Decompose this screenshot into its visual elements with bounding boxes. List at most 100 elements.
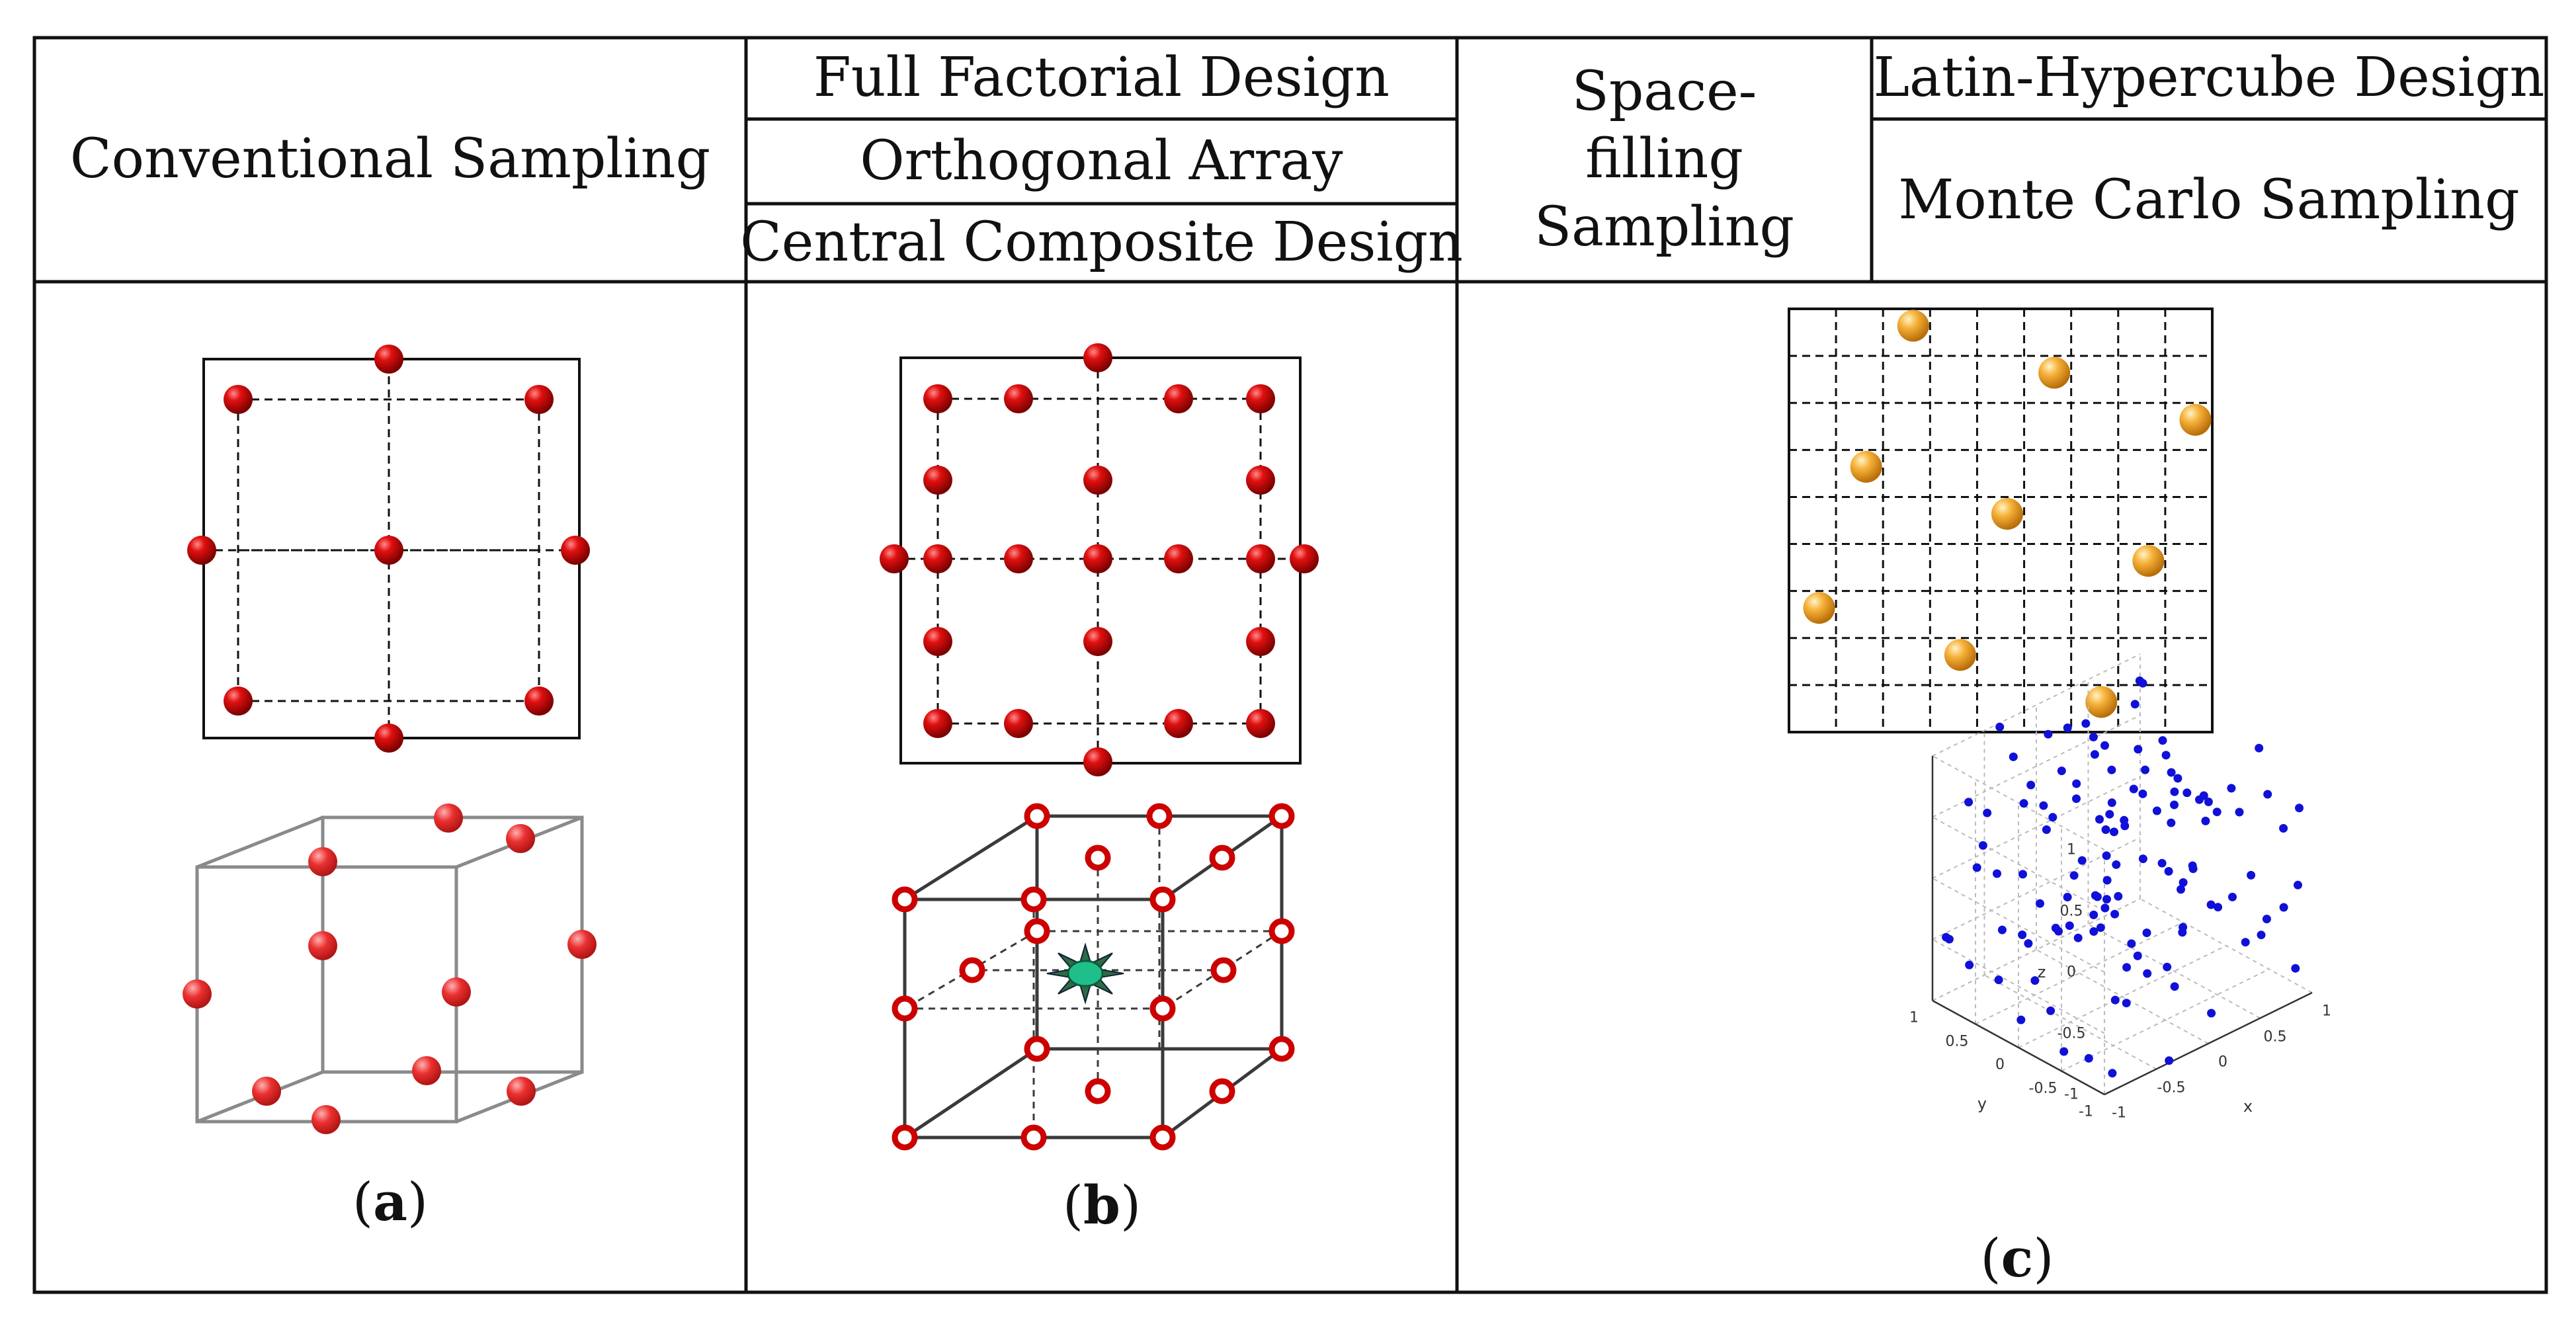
header-latin-hypercube-design: Latin-Hypercube Design [1873,46,2545,110]
design-point [1246,709,1275,738]
monte-carlo-sample-point [2044,729,2053,739]
monte-carlo-sample-point [2110,909,2120,919]
monte-carlo-sample-point [2129,784,2138,794]
hollow-design-point [1268,1036,1295,1062]
panel-b-cube-design [892,803,1295,1151]
center-star-point [1046,942,1124,1005]
design-point [524,385,554,414]
monte-carlo-sample-point [2101,825,2110,834]
design-point [923,466,952,495]
design-point [374,345,403,374]
monte-carlo-sample-point [2161,751,2171,760]
header-central-composite-design: Central Composite Design [740,210,1463,274]
design-point [1083,627,1112,656]
design-point [224,385,253,414]
monte-carlo-sample-point [2133,951,2142,960]
monte-carlo-sample-point [1972,863,1981,872]
design-point [224,686,253,716]
monte-carlo-sample-point [2100,741,2109,750]
design-point [374,536,403,565]
hollow-design-point [1149,1124,1176,1151]
monte-carlo-sample-point [2110,995,2120,1005]
monte-carlo-sample-point [2120,821,2130,831]
panel-a-cube-design [183,804,597,1134]
design-point [567,930,597,959]
header-space-filling-sampling: Space-filling Sampling [1534,60,1795,259]
monte-carlo-sample-point [2057,766,2066,776]
monte-carlo-sample-point [2102,895,2111,904]
hollow-design-point [959,957,985,983]
design-point [374,724,403,753]
monte-carlo-sample-point [2241,938,2250,947]
monte-carlo-sample-point [2095,815,2104,824]
monte-carlo-sample-point [2089,733,2098,741]
monte-carlo-sample-point [1993,869,2001,878]
monte-carlo-sample-point [2108,1069,2117,1078]
monte-carlo-sample-point [2178,928,2187,937]
design-point [308,931,337,960]
monte-carlo-sample-point [2177,885,2185,894]
hollow-design-point [1149,886,1176,913]
monte-carlo-sample-point [2164,867,2173,876]
design-point [252,1077,281,1106]
design-point [1083,466,1112,495]
panel-b-square-design [880,343,1319,776]
monte-carlo-sample-point [2042,825,2051,834]
monte-carlo-sample-point [1964,798,1974,807]
design-point [312,1105,341,1134]
monte-carlo-sample-point [2173,774,2182,783]
monte-carlo-sample-point [2089,927,2098,936]
design-point [1083,747,1112,776]
monte-carlo-sample-point [1983,808,1992,817]
x-tick-label: -0.5 [2157,1079,2186,1096]
design-point [308,847,337,876]
monte-carlo-sample-point [2100,903,2110,913]
monte-carlo-sample-point [2134,745,2143,754]
design-point [923,544,952,573]
monte-carlo-sample-point [2077,856,2087,865]
monte-carlo-sample-point [1997,925,2007,934]
design-point [442,977,471,1007]
caption-c-letter: c [2001,1227,2034,1289]
monte-carlo-sample-point [2163,962,2172,972]
hollow-design-point [892,1124,918,1151]
monte-carlo-sample-point [2024,939,2033,948]
caption-a-letter: a [373,1171,407,1233]
monte-carlo-sample-point [2048,813,2057,822]
monte-carlo-sample-point [2065,921,2074,931]
monte-carlo-sample-point [2063,724,2072,732]
monte-carlo-sample-point [2054,927,2063,936]
design-point [1164,709,1193,738]
monte-carlo-sample-point [2127,939,2136,948]
design-point [1164,384,1193,413]
monte-carlo-sample-point [2158,736,2167,745]
z-tick-label: -0.5 [2057,1025,2086,1042]
hollow-design-point [1024,803,1050,829]
monte-carlo-sample-point [2255,743,2264,753]
monte-carlo-sample-point [2167,768,2176,777]
y-tick-label: -0.5 [2028,1080,2057,1097]
hollow-design-point [1024,918,1050,944]
monte-carlo-sample-point [2019,799,2028,808]
monte-carlo-sample-point [2152,806,2161,815]
monte-carlo-sample-point [2179,878,2188,887]
design-point [880,544,909,573]
monte-carlo-sample-point [2170,800,2179,809]
lhs-sample-point [1991,498,2023,530]
design-point [923,384,952,413]
x-tick-label: 0.5 [2263,1028,2287,1046]
monte-carlo-sample-point [2112,860,2121,869]
design-point [1004,709,1033,738]
design-point [1246,544,1275,573]
monte-carlo-sample-point [2046,1006,2056,1015]
z-tick-label: 0 [2067,964,2076,981]
z-tick-label: 1 [2067,841,2076,858]
design-point [524,686,554,716]
caption-b: (b) [1062,1174,1142,1236]
design-point [1004,544,1033,573]
design-point [507,1077,536,1106]
x-tick-label: -1 [2112,1104,2126,1122]
hollow-design-point [1024,1036,1050,1062]
monte-carlo-sample-point [2142,929,2151,937]
monte-carlo-sample-point [2235,807,2244,817]
